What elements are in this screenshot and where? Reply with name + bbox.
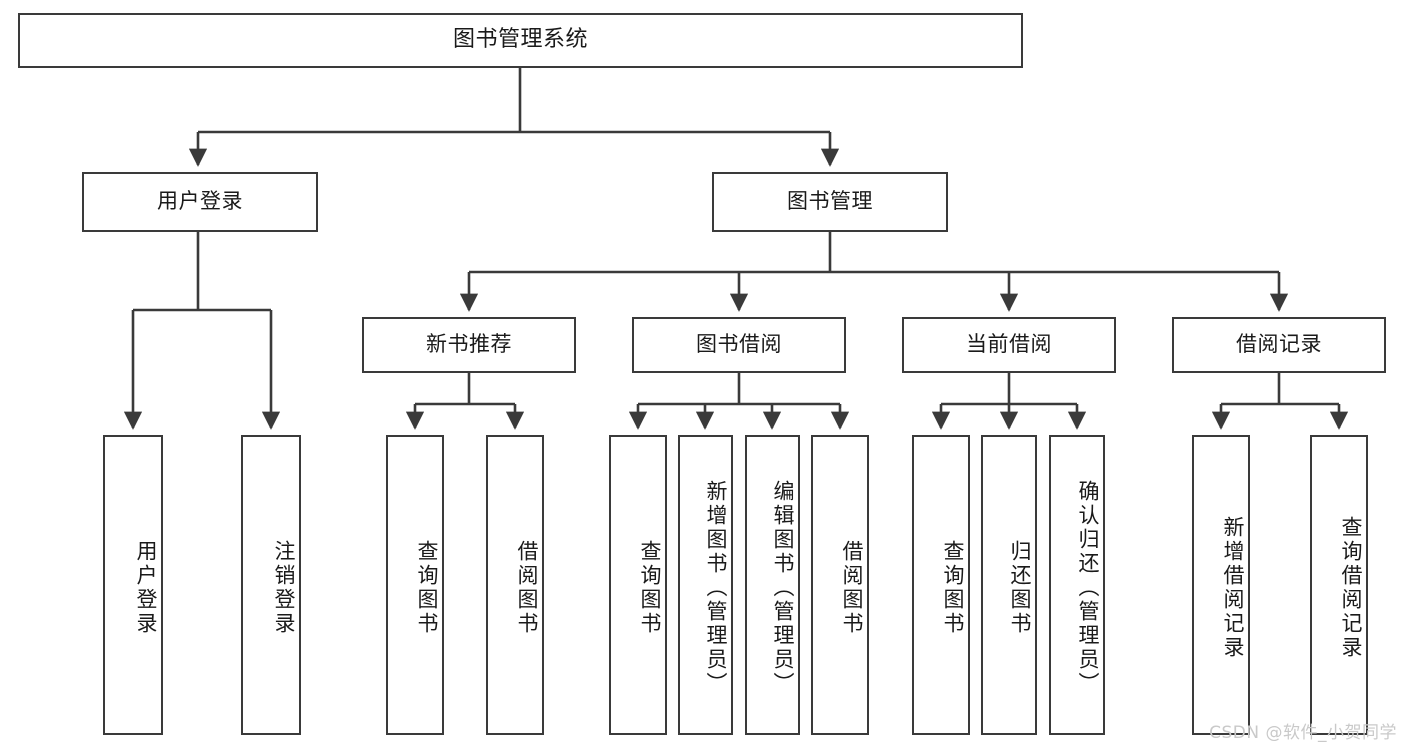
node-current-borrow[interactable]: 当前借阅	[902, 317, 1116, 373]
leaf-user-login-login[interactable]: 用户登录	[103, 435, 163, 735]
leaf-label: 编辑图书（管理员）	[771, 480, 795, 696]
leaf-new-book-borrow[interactable]: 借阅图书	[486, 435, 544, 735]
node-borrow-record[interactable]: 借阅记录	[1172, 317, 1386, 373]
leaf-book-borrow-query[interactable]: 查询图书	[609, 435, 667, 735]
leaf-label: 注销登录	[272, 540, 296, 636]
node-book-management-label: 图书管理	[787, 189, 873, 214]
node-new-book-recommend-label: 新书推荐	[426, 332, 512, 357]
leaf-user-login-logout[interactable]: 注销登录	[241, 435, 301, 735]
leaf-new-book-query[interactable]: 查询图书	[386, 435, 444, 735]
node-root-label: 图书管理系统	[452, 27, 588, 53]
leaf-book-borrow-add[interactable]: 新增图书（管理员）	[678, 435, 733, 735]
leaf-current-borrow-query[interactable]: 查询图书	[912, 435, 970, 735]
node-user-login[interactable]: 用户登录	[82, 172, 318, 232]
leaf-label: 新增图书（管理员）	[704, 480, 728, 696]
node-current-borrow-label: 当前借阅	[966, 332, 1052, 357]
leaf-label: 查询图书	[941, 540, 965, 636]
leaf-label: 用户登录	[134, 540, 158, 636]
leaf-label: 归还图书	[1008, 540, 1032, 636]
leaf-label: 查询借阅记录	[1339, 516, 1363, 660]
node-book-management[interactable]: 图书管理	[712, 172, 948, 232]
leaf-current-borrow-return[interactable]: 归还图书	[981, 435, 1037, 735]
leaf-book-borrow-borrow[interactable]: 借阅图书	[811, 435, 869, 735]
node-new-book-recommend[interactable]: 新书推荐	[362, 317, 576, 373]
leaf-label: 借阅图书	[515, 540, 539, 636]
leaf-label: 确认归还（管理员）	[1076, 480, 1100, 696]
node-borrow-record-label: 借阅记录	[1236, 332, 1322, 357]
leaf-current-borrow-confirm[interactable]: 确认归还（管理员）	[1049, 435, 1105, 735]
leaf-label: 查询图书	[638, 540, 662, 636]
leaf-borrow-record-add[interactable]: 新增借阅记录	[1192, 435, 1250, 735]
leaf-label: 查询图书	[415, 540, 439, 636]
leaf-borrow-record-query[interactable]: 查询借阅记录	[1310, 435, 1368, 735]
node-user-login-label: 用户登录	[157, 189, 243, 214]
leaf-book-borrow-edit[interactable]: 编辑图书（管理员）	[745, 435, 800, 735]
leaf-label: 新增借阅记录	[1221, 516, 1245, 660]
node-book-borrow-label: 图书借阅	[696, 332, 782, 357]
csdn-watermark: CSDN @软件_小贺同学	[1209, 723, 1397, 743]
node-root[interactable]: 图书管理系统	[18, 13, 1023, 68]
leaf-label: 借阅图书	[840, 540, 864, 636]
node-book-borrow[interactable]: 图书借阅	[632, 317, 846, 373]
